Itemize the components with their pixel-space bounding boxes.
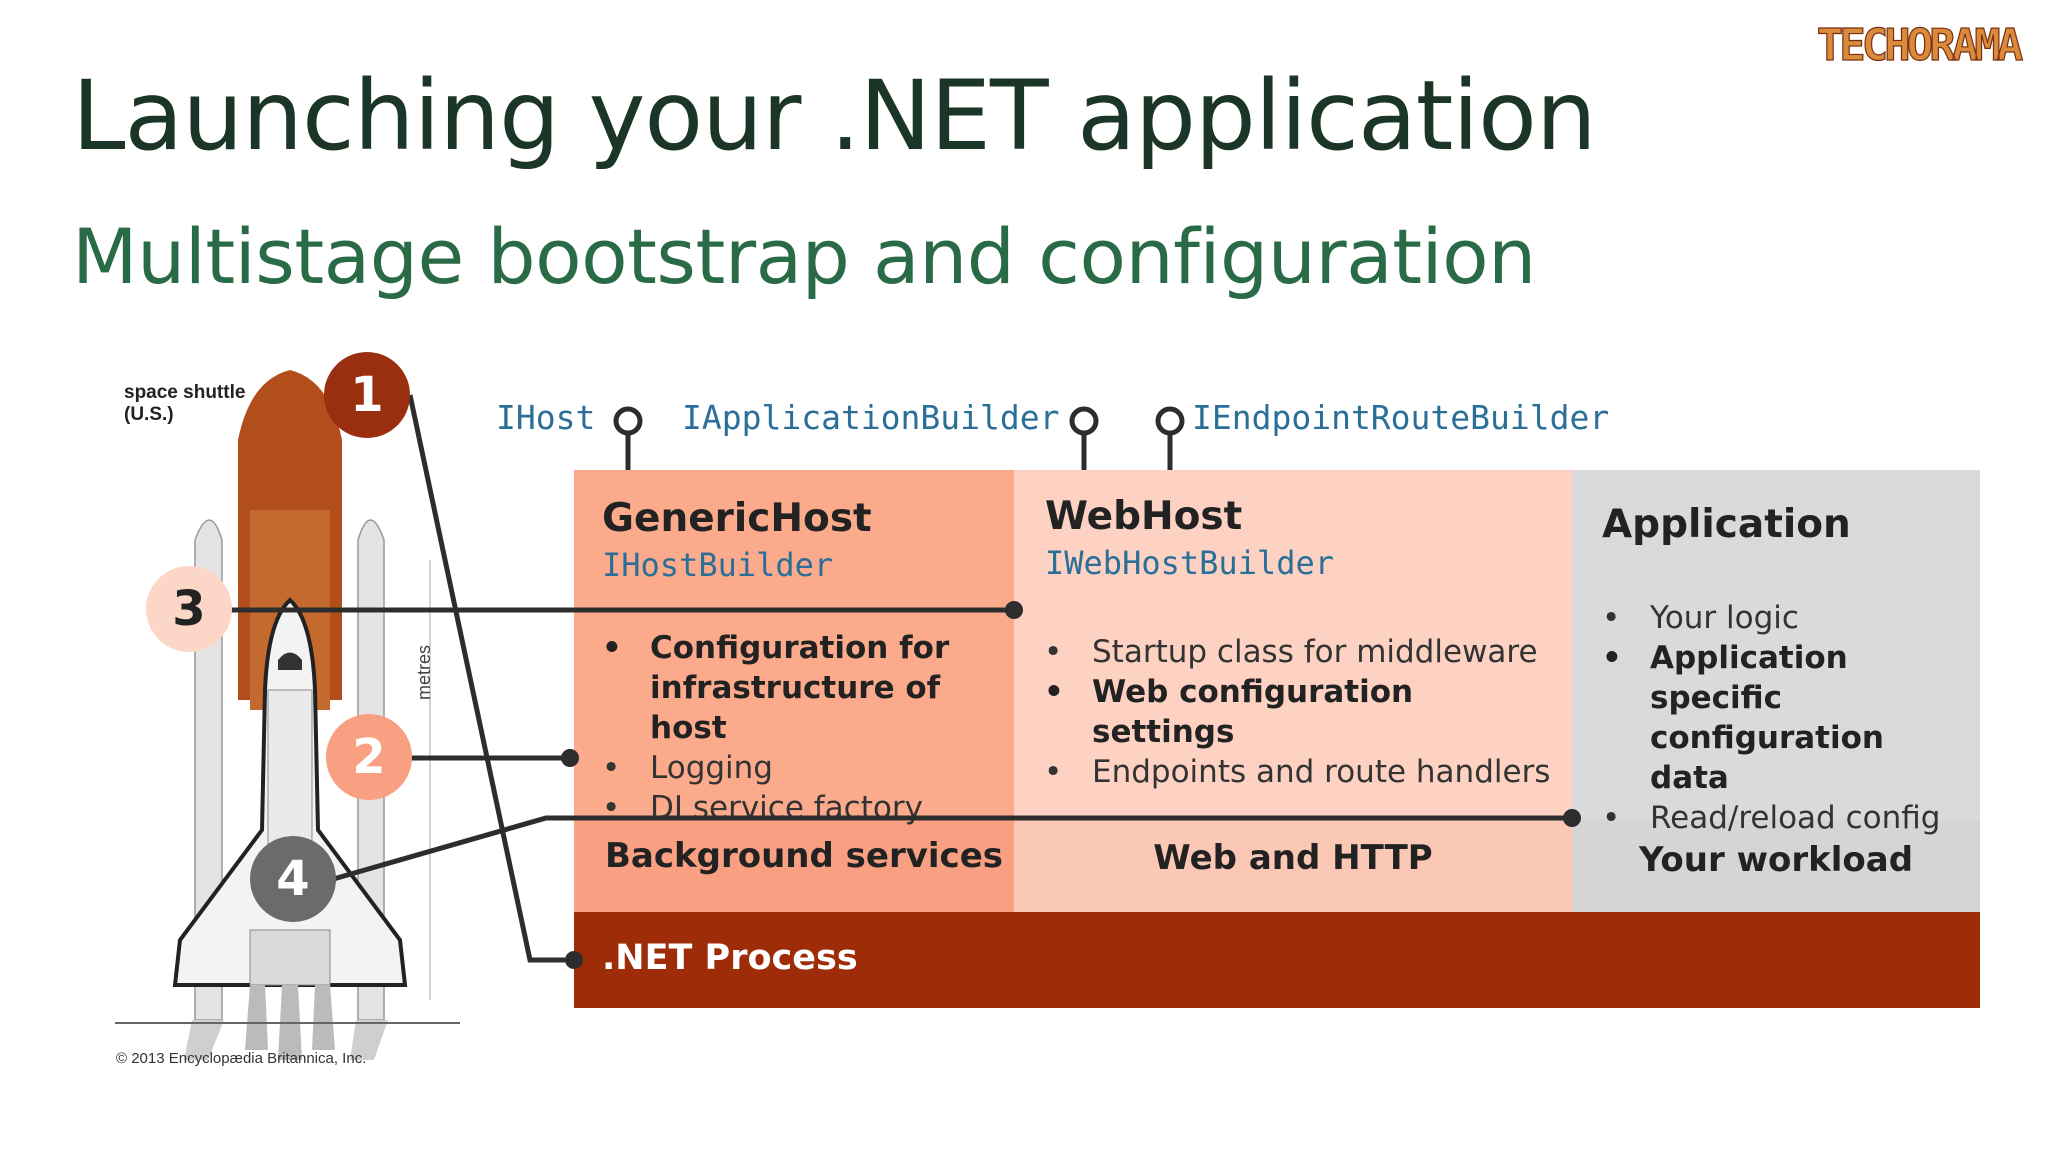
web-http-band — [1014, 820, 1572, 912]
slide-title: Launching your .NET application — [72, 60, 1597, 172]
copyright-text: © 2013 Encyclopædia Britannica, Inc. — [116, 1050, 367, 1067]
your-workload-label: Your workload — [1638, 840, 1914, 880]
application-heading: Application — [1602, 502, 1851, 547]
ihostbuilder-label: IHostBuilder — [602, 546, 834, 584]
list-item: Web configuration settings — [1044, 672, 1564, 752]
marker-2: 2 — [326, 714, 412, 800]
generichost-heading: GenericHost — [602, 496, 872, 541]
webhost-list: Startup class for middleware Web configu… — [1044, 632, 1564, 792]
list-item: Application specific configuration data — [1602, 638, 1972, 798]
list-item: Your logic — [1602, 598, 1972, 638]
slide-subtitle: Multistage bootstrap and configuration — [72, 212, 1536, 301]
background-services-band — [574, 820, 1014, 912]
background-services-label: Background services — [604, 836, 1003, 876]
list-item: Startup class for middleware — [1044, 632, 1564, 672]
iendpointroutebuilder-interface-label: IEndpointRouteBuilder — [1192, 398, 1610, 437]
net-process-bar — [574, 912, 1980, 1008]
list-item: Configuration for infrastructure of host — [602, 628, 1002, 748]
webhost-heading: WebHost — [1045, 494, 1243, 539]
shuttle-label: space shuttle (U.S.) — [124, 382, 245, 426]
web-http-label: Web and HTTP — [1153, 838, 1433, 878]
techorama-logo: TECHORAMA — [1816, 19, 2027, 71]
marker-4: 4 — [250, 836, 336, 922]
net-process-label: .NET Process — [602, 938, 858, 978]
shuttle-label-line1: space shuttle — [124, 382, 246, 403]
application-list: Your logic Application specific configur… — [1602, 598, 1972, 838]
space-shuttle-illustration — [115, 370, 460, 1060]
shuttle-label-line2: (U.S.) — [124, 404, 174, 425]
iapplicationbuilder-interface-label: IApplicationBuilder — [682, 398, 1060, 437]
marker-1: 1 — [324, 352, 410, 438]
svg-text:TECHORAMA: TECHORAMA — [1817, 20, 2023, 71]
ihost-interface-label: IHost — [496, 398, 596, 437]
list-item: Logging — [602, 748, 1002, 788]
list-item: Read/reload config — [1602, 798, 1972, 838]
marker-3: 3 — [146, 566, 232, 652]
iwebhostbuilder-label: IWebHostBuilder — [1045, 544, 1334, 582]
list-item: Endpoints and route handlers — [1044, 752, 1564, 792]
